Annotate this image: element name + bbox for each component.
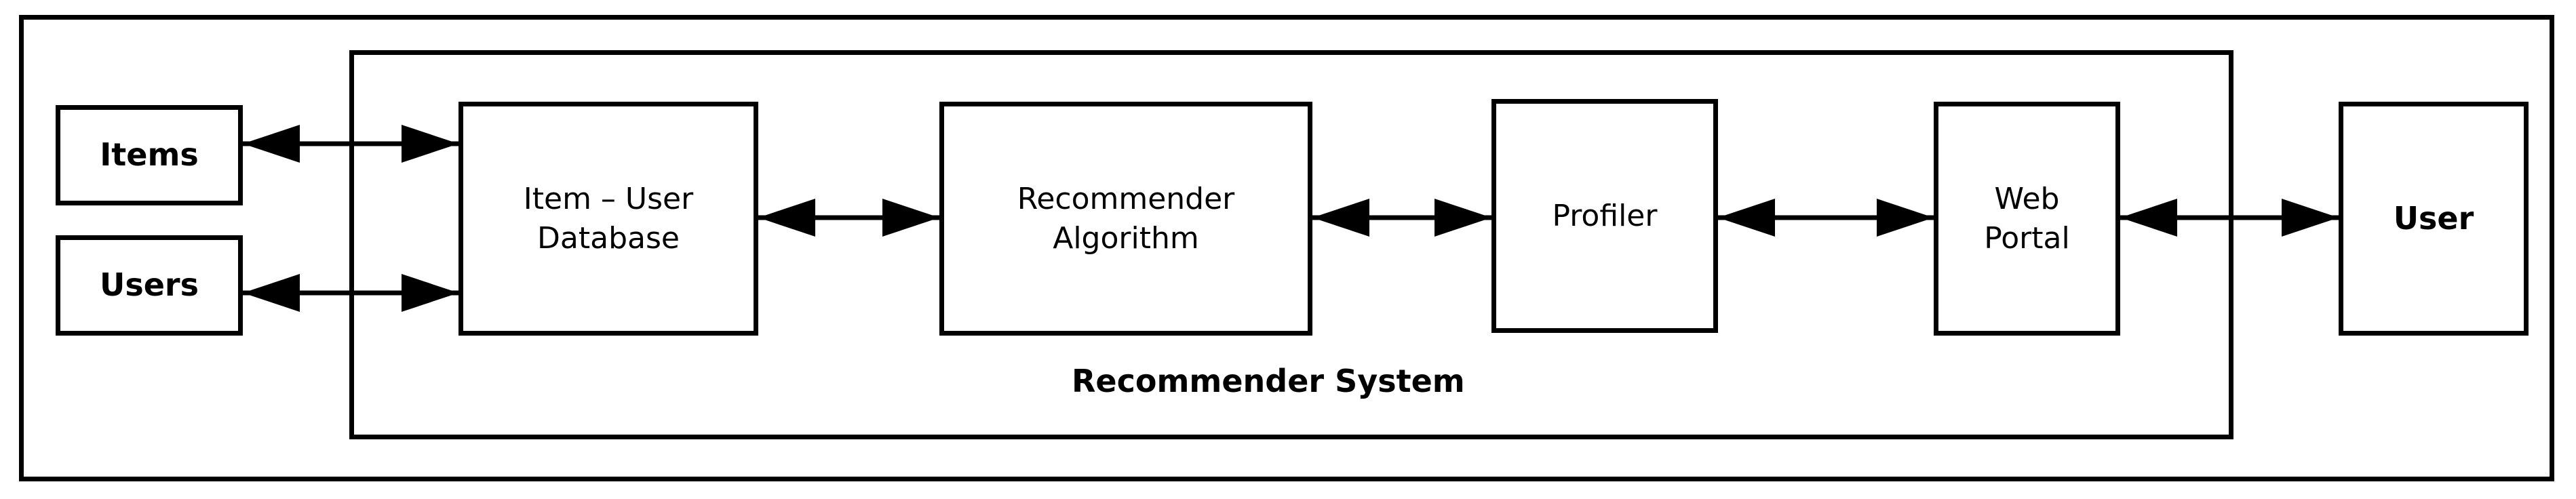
user-node: User: [2339, 102, 2529, 336]
web-portal-label: Web Portal: [1984, 182, 2070, 256]
database-label: Item – User Database: [523, 182, 694, 256]
item-user-database-node: Item – User Database: [458, 102, 758, 336]
users-node: Users: [56, 235, 243, 336]
profiler-label: Profiler: [1552, 198, 1658, 233]
profiler-node: Profiler: [1491, 99, 1718, 333]
items-label: Items: [100, 136, 199, 174]
recommender-system-frame: [349, 50, 2233, 439]
web-portal-node: Web Portal: [1934, 102, 2120, 336]
user-label: User: [2393, 199, 2474, 237]
algorithm-label: Recommender Algorithm: [1017, 182, 1235, 256]
users-label: Users: [100, 266, 199, 304]
recommender-system-label: Recommender System: [1072, 363, 1465, 399]
recommender-algorithm-node: Recommender Algorithm: [939, 102, 1312, 336]
outer-frame: [19, 15, 2554, 481]
items-node: Items: [56, 105, 243, 205]
